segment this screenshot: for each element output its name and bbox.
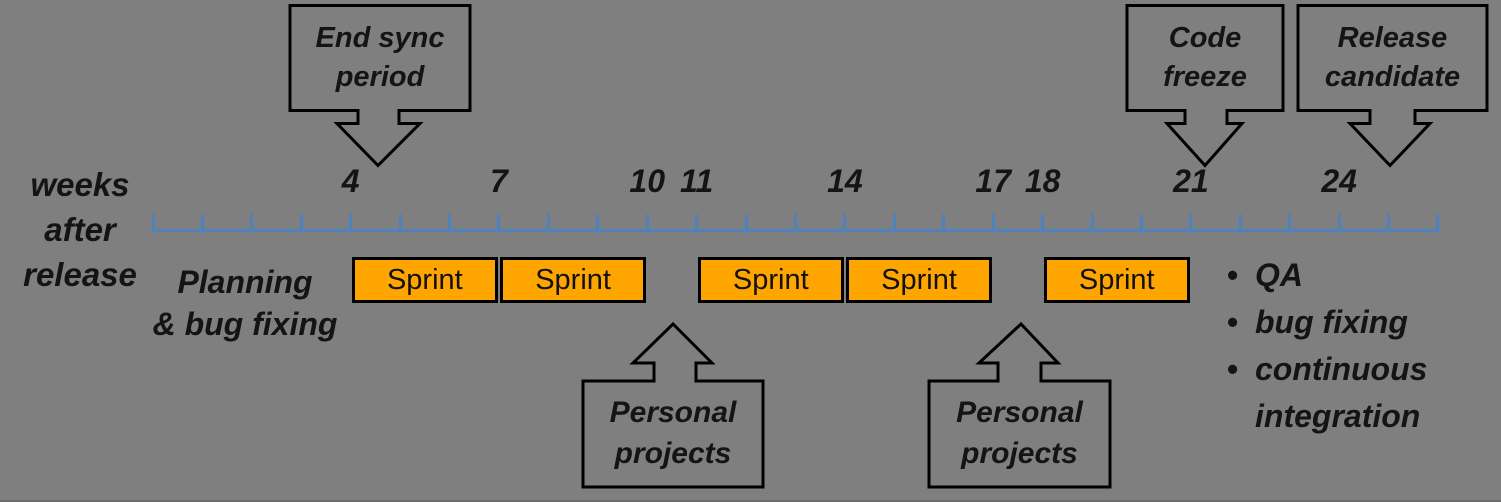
phase-label-line1: Planning [177,264,313,300]
axis-label-line2: after [44,211,116,248]
personal-projects-1-callout-text: Personal projects [583,380,763,486]
week-label-7: 7 [490,163,508,199]
code-freeze-line2: freeze [1163,60,1247,93]
timeline-tick-week-15 [892,214,896,229]
sprint-box-4: Sprint [845,257,993,303]
sprint-label: Sprint [1078,263,1155,296]
timeline-tick-week-9 [596,214,600,229]
timeline-tick-week-22 [1238,214,1242,229]
timeline-tick-week-18 [1041,214,1045,229]
axis-label-line1: weeks [30,166,130,203]
qa-bullet-item-2: • bug fixing [1225,299,1459,346]
release-candidate-callout-shape [1296,4,1489,168]
sprint-box-5: Sprint [1043,257,1190,303]
timeline-tick-week-3 [299,214,303,229]
week-label-24: 24 [1321,163,1357,199]
timeline-tick-week-4 [349,214,353,229]
up-arrow-box-outline [927,321,1112,489]
end-sync-line2: period [335,60,425,93]
qa-bullet-text: QA [1255,257,1303,293]
sprint-label: Sprint [881,263,957,296]
week-label-21: 21 [1173,163,1209,199]
timeline-tick-week-10 [645,214,649,229]
week-label-18: 18 [1024,163,1061,199]
week-label-4: 4 [341,163,360,199]
timeline-tick-week-14 [843,214,847,229]
sprint-label: Sprint [732,263,809,296]
end-sync-callout-shape [288,4,472,168]
down-arrow-box-outline [1125,4,1285,168]
axis-label-weeks-after-release: weeks after release [15,162,145,297]
code-freeze-callout-text: Code freeze [1127,5,1283,110]
week-label-17: 17 [975,163,1011,199]
personal-projects-2-callout-text: Personal projects [929,380,1110,486]
release-candidate-line1: Release [1337,21,1448,54]
release-candidate-callout-text: Release candidate [1298,5,1487,110]
personal-projects-2-line2: projects [961,437,1078,470]
personal-projects-1-line1: Personal [609,396,737,429]
sprint-box-1: Sprint [351,257,498,303]
phase-label-planning-bug-fixing: Planning & bug fixing [145,261,345,345]
personal-projects-2-line1: Personal [956,396,1083,429]
sprint-label: Sprint [535,263,611,296]
timeline-tick-week-24 [1337,214,1341,229]
timeline-tick-week-17 [991,214,995,229]
axis-label-line3: release [23,256,137,293]
bullet-dot-icon: • [1227,257,1239,293]
qa-bullet-item-3: • continuous integration [1225,346,1459,440]
personal-projects-2-callout-shape [927,321,1112,489]
timeline-tick-week-1 [200,214,204,229]
end-sync-line1: End sync [315,21,445,54]
up-arrow-box-outline [581,321,765,489]
release-candidate-line2: candidate [1324,60,1461,93]
timeline-tick-week-7 [497,214,501,229]
timeline-tick-week-2 [250,214,254,229]
code-freeze-callout-shape [1125,4,1285,168]
timeline-tick-week-11 [695,214,699,229]
timeline-tick-week-20 [1139,214,1143,229]
timeline-tick-week-21 [1189,214,1193,229]
timeline-tick-week-13 [793,214,797,229]
sprint-label: Sprint [386,263,463,296]
timeline-tick-week-23 [1288,214,1292,229]
bullet-dot-icon: • [1227,304,1239,340]
sprint-box-3: Sprint [697,257,844,303]
qa-bullet-text: continuous integration [1255,351,1428,434]
bullet-dot-icon: • [1227,351,1239,387]
timeline-tick-week-0 [151,214,155,229]
qa-bullet-text: bug fixing [1255,304,1408,340]
timeline-tick-week-26 [1436,214,1440,229]
timeline-baseline [152,229,1440,232]
personal-projects-1-line2: projects [614,437,732,470]
timeline-tick-week-25 [1387,214,1391,229]
bottom-edge-line [0,500,1501,502]
timeline-tick-week-19 [1090,214,1094,229]
timeline-tick-week-12 [744,214,748,229]
timeline-tick-week-5 [398,214,402,229]
timeline-tick-week-8 [546,214,550,229]
week-label-11: 11 [680,163,714,199]
end-sync-callout-text: End sync period [290,5,470,110]
code-freeze-line1: Code [1168,21,1242,54]
phase-label-line2: & bug fixing [152,306,338,342]
down-arrow-box-outline [288,4,472,168]
timeline-tick-week-6 [448,214,452,229]
qa-bullet-item-1: • QA [1225,252,1459,299]
personal-projects-1-callout-shape [581,321,765,489]
timeline-tick-week-16 [942,214,946,229]
week-label-14: 14 [827,163,863,199]
qa-bullet-list: • QA • bug fixing • continuous integration [1225,252,1459,440]
down-arrow-box-outline [1296,4,1489,168]
sprint-box-2: Sprint [499,257,647,303]
week-label-10: 10 [629,163,666,199]
